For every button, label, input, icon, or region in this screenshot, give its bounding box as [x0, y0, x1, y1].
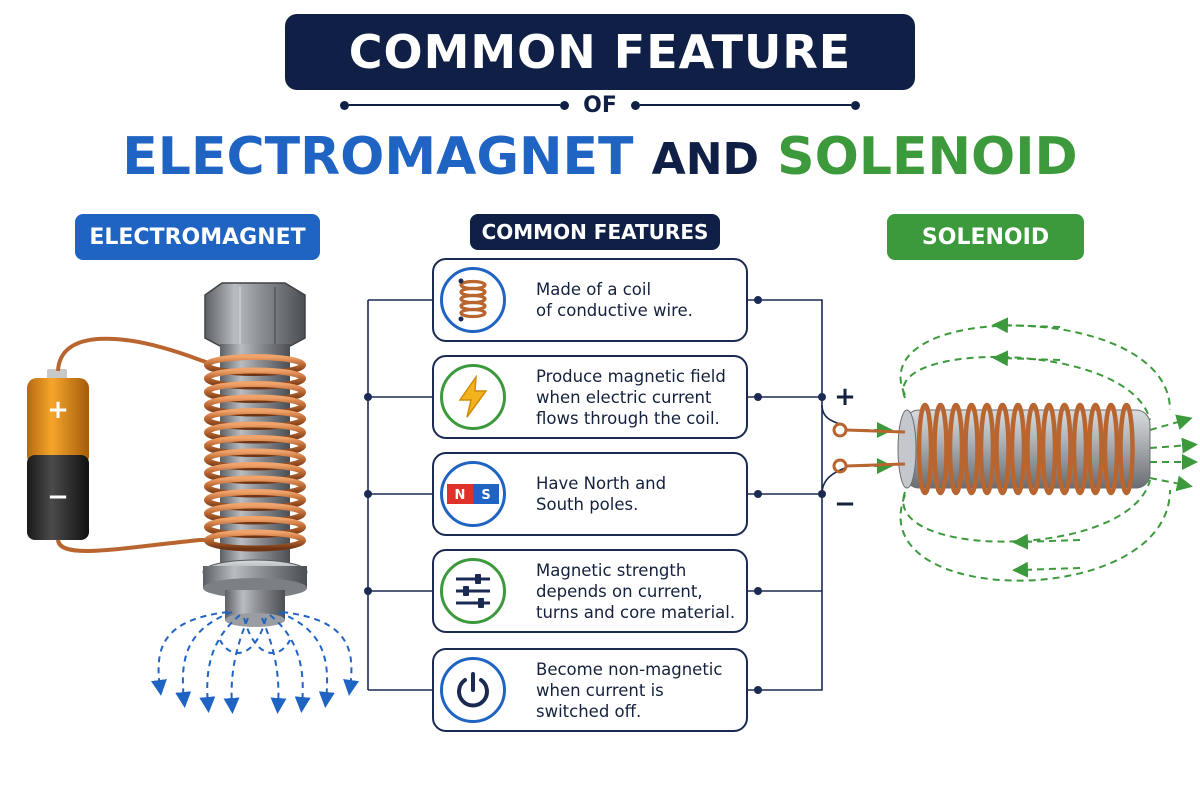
- of-divider: OF: [340, 92, 861, 118]
- subtitle-and: AND: [651, 134, 760, 185]
- divider-dot-mid-right: [630, 100, 640, 110]
- battery-minus-label: −: [47, 482, 69, 512]
- feature-text-poles: Have North and South poles.: [536, 474, 667, 514]
- solenoid-turn: [932, 402, 949, 496]
- feature-text-magnetic-field: Produce magnetic field when electric cur…: [536, 366, 726, 428]
- common-features-heading: COMMON FEATURES: [470, 214, 720, 250]
- lightning-icon-ring: [440, 364, 506, 430]
- solenoid-turn: [1071, 402, 1089, 496]
- electromagnet-heading: ELECTROMAGNET: [75, 214, 320, 260]
- page-subtitle: ELECTROMAGNET AND SOLENOID: [0, 122, 1200, 192]
- feature-text-coil: Made of a coil of conductive wire.: [536, 280, 693, 320]
- solenoid-turn: [1056, 402, 1073, 496]
- solenoid-turn: [1040, 402, 1058, 496]
- feature-text-switch-off: Become non-magnetic when current is swit…: [536, 659, 723, 721]
- divider-line-right: [639, 104, 852, 106]
- solenoid-turn: [1118, 402, 1135, 496]
- magnet-poles-icon: N S: [447, 484, 499, 504]
- magnet-north-label: N: [455, 488, 466, 503]
- electromagnet-coil: [204, 354, 306, 552]
- feature-card-switch-off: Become non-magnetic when current is swit…: [432, 648, 748, 732]
- subtitle-solenoid: SOLENOID: [777, 127, 1078, 187]
- solenoid-field-lines: [850, 317, 1198, 582]
- solenoid-turn: [1009, 402, 1027, 496]
- power-icon-ring: [440, 657, 506, 723]
- solenoid-turn: [994, 402, 1011, 496]
- solenoid-turn: [963, 402, 980, 496]
- divider-dot-mid-left: [560, 100, 570, 110]
- coil-icon-ring: [440, 267, 506, 333]
- of-label: OF: [583, 92, 617, 118]
- solenoid: [832, 317, 1198, 582]
- magnet-poles-icon-ring: N S: [440, 461, 506, 527]
- battery-plus-label: +: [47, 395, 69, 425]
- battery-positive-half: [27, 378, 89, 466]
- feature-card-magnetic-field: Produce magnetic field when electric cur…: [432, 355, 748, 439]
- solenoid-turn: [1087, 402, 1104, 496]
- solenoid-turn: [978, 402, 996, 496]
- title-banner: COMMON FEATURE: [285, 14, 915, 90]
- divider-dot-right: [851, 100, 861, 110]
- solenoid-heading: SOLENOID: [887, 214, 1084, 260]
- solenoid-turn: [947, 402, 965, 496]
- subtitle-electromagnet: ELECTROMAGNET: [122, 127, 634, 187]
- feature-text-strength: Magnetic strength depends on current, tu…: [536, 560, 736, 622]
- solenoid-terminal-plus: [832, 422, 848, 438]
- sliders-icon-ring: [440, 558, 506, 624]
- battery: [27, 369, 89, 540]
- power-icon: [457, 672, 489, 708]
- page-title: COMMON FEATURE: [348, 25, 852, 79]
- magnet-south-label: S: [481, 488, 490, 503]
- feature-card-coil: Made of a coil of conductive wire.: [432, 258, 748, 342]
- solenoid-plus-label: +: [834, 382, 856, 412]
- wire-top: [56, 336, 213, 372]
- solenoid-turn: [1102, 402, 1120, 496]
- sliders-icon: [456, 574, 490, 608]
- coil-turn: [204, 529, 306, 552]
- feature-card-strength: Magnetic strength depends on current, tu…: [432, 549, 748, 633]
- solenoid-coil: [916, 402, 1135, 496]
- coil-icon: [458, 278, 487, 322]
- divider-dot-left: [340, 100, 349, 110]
- solenoid-minus-label: −: [834, 489, 856, 519]
- battery-negative-half: [27, 455, 89, 540]
- electromagnet-field-lines: [151, 611, 359, 714]
- wire-bottom: [56, 538, 214, 553]
- lightning-icon: [458, 375, 488, 418]
- divider-line-left: [349, 104, 561, 106]
- connector-dots: [364, 296, 826, 694]
- solenoid-turn: [1025, 402, 1042, 496]
- solenoid-turn: [916, 402, 934, 496]
- feature-card-poles: N S Have North and South poles.: [432, 452, 748, 536]
